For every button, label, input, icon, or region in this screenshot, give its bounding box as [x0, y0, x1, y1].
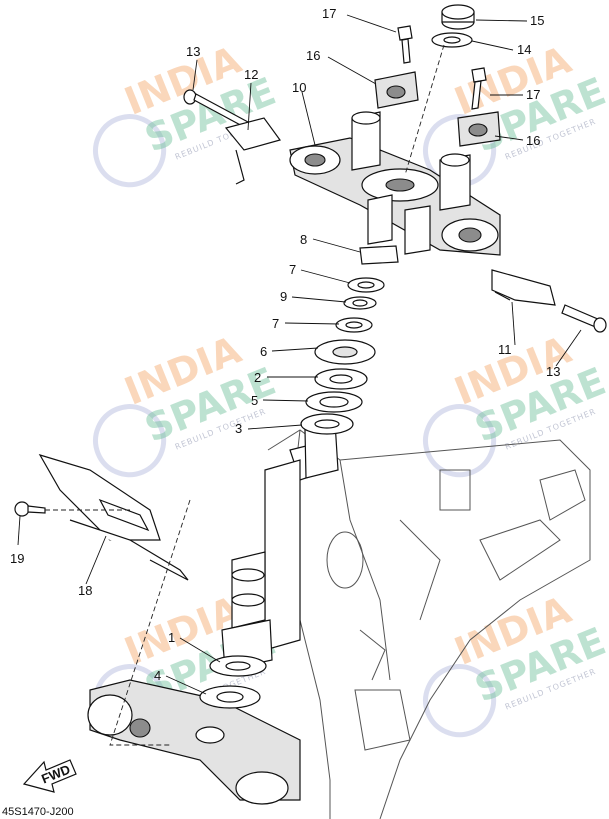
- lower-bearing: [199, 655, 267, 709]
- callout-15: 15: [530, 13, 544, 28]
- callout-1: 1: [168, 630, 175, 645]
- callout-13-left: 13: [186, 44, 200, 59]
- callout-5: 5: [251, 393, 258, 408]
- callout-2: 2: [254, 370, 261, 385]
- callout-17-top: 17: [322, 6, 336, 21]
- leader-lines: [17, 14, 582, 695]
- callout-9: 9: [280, 289, 287, 304]
- diagram-code: 45S1470-J200: [2, 806, 74, 818]
- cable-clamp-12: [224, 117, 281, 185]
- callout-16-top: 16: [306, 48, 320, 63]
- callout-7-upper: 7: [289, 262, 296, 277]
- steering-stem: [87, 421, 339, 805]
- callout-14: 14: [517, 42, 531, 57]
- callout-10: 10: [292, 80, 306, 95]
- callout-4: 4: [154, 668, 161, 683]
- callout-3: 3: [235, 421, 242, 436]
- callout-18: 18: [78, 583, 92, 598]
- assembly-lines: [45, 44, 445, 746]
- callout-17-right: 17: [526, 87, 540, 102]
- callout-16-right: 16: [526, 133, 540, 148]
- upper-bracket: [289, 111, 501, 256]
- washer: [431, 32, 473, 48]
- callout-13-right: 13: [546, 364, 560, 379]
- fwd-arrow: FWD: [22, 759, 77, 793]
- bolt-17b: [471, 67, 487, 110]
- callout-7-lower: 7: [272, 316, 279, 331]
- bolt-17a: [397, 25, 413, 64]
- callout-19: 19: [10, 551, 24, 566]
- handlebar-holder-lower: [457, 111, 501, 147]
- callout-12: 12: [244, 67, 258, 82]
- watermark: INDIA SPARE REBUILD TOGETHER INDIA SPARE…: [93, 37, 609, 738]
- stem-nut: [441, 4, 475, 30]
- handlebar-holder-upper: [374, 71, 419, 109]
- callout-8: 8: [300, 232, 307, 247]
- callout-6: 6: [260, 344, 267, 359]
- bolt-19: [14, 501, 46, 517]
- bolt-13-right: [561, 304, 607, 333]
- cable-guide-18: [38, 453, 189, 581]
- cable-clamp-11: [491, 269, 556, 306]
- bearing-stack: [300, 245, 399, 435]
- callout-11: 11: [498, 342, 512, 357]
- callouts: 17 15 14 16 13 12 10 17 16 8 7 9 7 6 2 5…: [10, 6, 560, 683]
